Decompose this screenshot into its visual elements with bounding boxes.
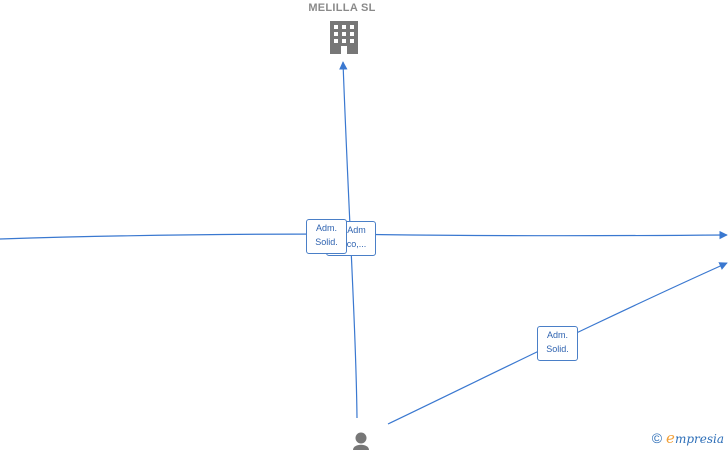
edge-label-line1: Adm xyxy=(347,225,366,235)
edge-label-line1: Adm. xyxy=(315,223,337,233)
edge-label-solid-left[interactable]: Adm. Solid. xyxy=(306,219,347,254)
edge-label-line2: co,... xyxy=(346,239,367,249)
brand-logo: empresia xyxy=(666,429,724,447)
edge-person-to-company xyxy=(339,61,358,419)
edge-label-line1: Adm. xyxy=(546,330,568,340)
edge-label-solid-right[interactable]: Adm. Solid. xyxy=(537,326,578,361)
edge-label-line2: Solid. xyxy=(546,344,569,354)
building-icon[interactable] xyxy=(330,21,358,54)
company-name[interactable]: MELILLA SL xyxy=(308,2,376,14)
edge-left-to-center xyxy=(0,233,341,240)
brand-name: mpresia xyxy=(674,432,724,446)
empresia-watermark: © empresia xyxy=(652,429,724,447)
edge-center-to-right xyxy=(339,230,728,240)
copyright-icon: © xyxy=(651,430,663,446)
brand-initial: e xyxy=(666,429,675,447)
person-icon[interactable] xyxy=(353,432,369,450)
edge-label-line2: Solid. xyxy=(315,237,338,247)
